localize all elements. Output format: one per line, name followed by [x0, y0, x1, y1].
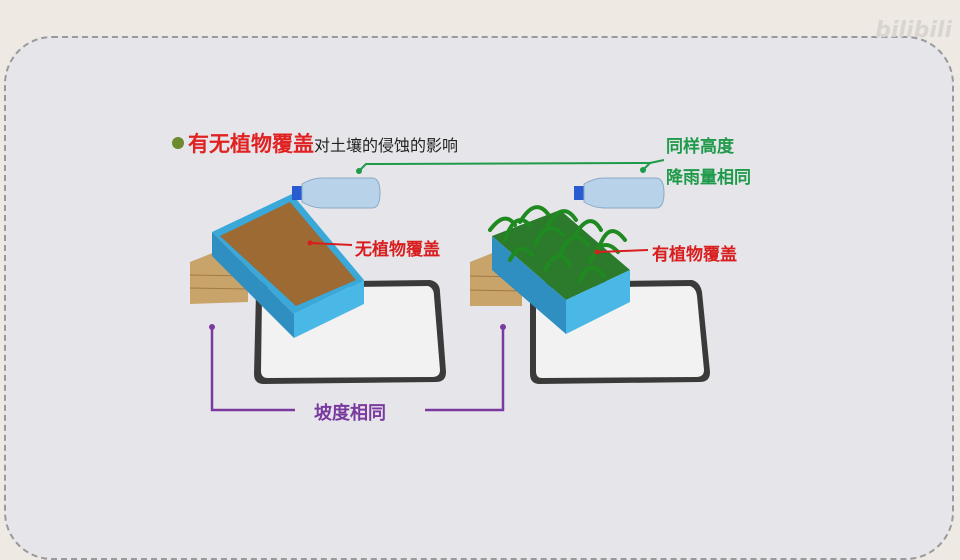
label-same-slope: 坡度相同	[314, 403, 386, 424]
label-no-plants: 无植物覆盖	[355, 240, 440, 260]
label-with-plants: 有植物覆盖	[652, 245, 737, 265]
grass-icon	[488, 205, 627, 282]
no-plants-pointer	[309, 242, 353, 246]
right-bottle-icon	[574, 177, 665, 209]
title-highlight: 有无植物覆盖	[188, 132, 314, 156]
bullet-icon	[172, 137, 184, 149]
label-same-height: 同样高度	[666, 137, 734, 157]
same-height-connector	[359, 159, 665, 171]
experiment-illustration	[189, 159, 710, 412]
title-rest: 对土壤的侵蚀的影响	[314, 136, 459, 155]
label-same-rain: 降雨量相同	[666, 168, 751, 188]
slide-title: 有无植物覆盖对土壤的侵蚀的影响	[172, 128, 458, 158]
left-bottle-icon	[292, 177, 381, 209]
watermark-logo: bilibili	[875, 18, 952, 43]
same-slope-bracket	[210, 328, 505, 412]
soil-box	[212, 194, 364, 338]
plant-box	[488, 205, 630, 334]
with-plants-pointer	[596, 249, 649, 253]
